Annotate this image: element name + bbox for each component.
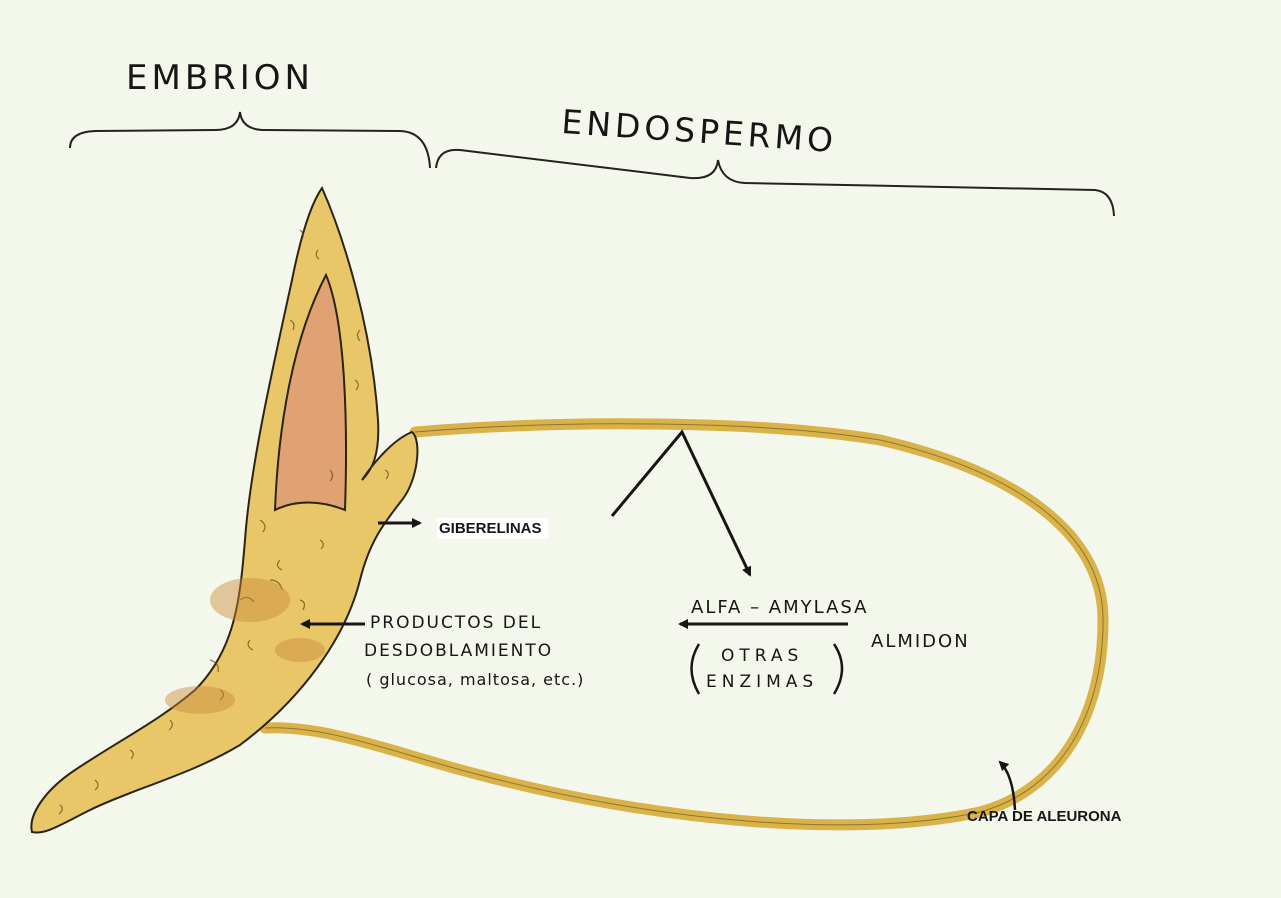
giberelinas-label: GIBERELINAS	[437, 518, 548, 539]
embrion-bracket	[70, 112, 430, 168]
otras-label: OTRAS	[721, 646, 803, 666]
embrion-label: EMBRION	[126, 58, 314, 98]
productos-line1: PRODUCTOS DEL	[370, 613, 542, 633]
aleurone-to-amylase-arrow	[612, 432, 750, 575]
enzimas-right-paren	[834, 644, 842, 694]
capa-de-aleurona-label: CAPA DE ALEURONA	[967, 808, 1121, 825]
endospermo-bracket	[436, 150, 1114, 216]
almidon-label: ALMIDON	[871, 631, 970, 652]
productos-line2: DESDOBLAMIENTO	[364, 641, 553, 661]
alfa-amylasa-label: ALFA – AMYLASA	[691, 597, 868, 618]
productos-line3: ( glucosa, maltosa, etc.)	[366, 670, 584, 689]
enzimas-left-paren	[692, 644, 700, 694]
enzimas-label: ENZIMAS	[706, 672, 818, 692]
